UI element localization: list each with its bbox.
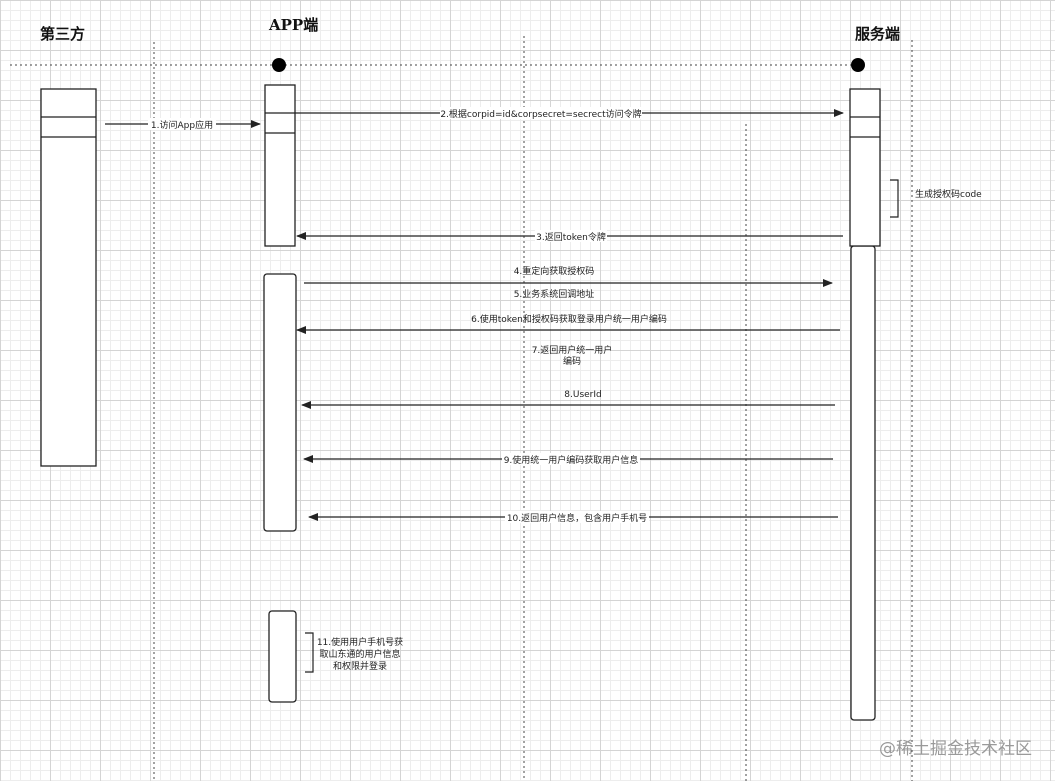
header-app: APP端 [268, 16, 318, 34]
label-m3: 3.返回token令牌 [536, 231, 606, 243]
label-m6: 6.使用token和授权码获取登录用户统一用户编码 [471, 313, 667, 325]
label-m2: 2.根据corpid=id&corpsecret=secrect访问令牌 [440, 108, 641, 120]
app-activation-1 [264, 84, 296, 247]
label-m10: 10.返回用户信息，包含用户手机号 [507, 512, 647, 524]
note-app-self-line2: 取山东通的用户信息 [319, 648, 400, 660]
server-self-bracket [890, 179, 899, 218]
label-m1: 1.访问App应用 [151, 119, 213, 131]
app-activation-2 [263, 273, 297, 532]
watermark: @稀土掘金技术社区 [879, 739, 1032, 759]
label-m9: 9.使用统一用户编码获取用户信息 [504, 454, 639, 466]
note-app-self-line1: 11.使用用户手机号获 [317, 636, 403, 648]
header-third-party: 第三方 [40, 25, 85, 43]
server-lifeline-dot [851, 58, 865, 72]
header-server: 服务端 [855, 25, 900, 43]
third-party-activation [40, 88, 97, 467]
label-m7-line2: 编码 [563, 355, 581, 367]
note-app-self-line3: 和权限并登录 [333, 660, 387, 672]
label-m5: 5.业务系统回调地址 [514, 288, 595, 300]
label-m7-line1: 7.返回用户统一用户 [532, 344, 613, 356]
app-activation-3 [268, 610, 297, 703]
server-activation [849, 88, 881, 721]
note-server-self: 生成授权码code [915, 188, 982, 200]
app-self-bracket [305, 632, 314, 673]
app-lifeline-dot [272, 58, 286, 72]
label-m8: 8.UserId [564, 390, 601, 400]
label-m4: 4.重定向获取授权码 [514, 265, 595, 277]
